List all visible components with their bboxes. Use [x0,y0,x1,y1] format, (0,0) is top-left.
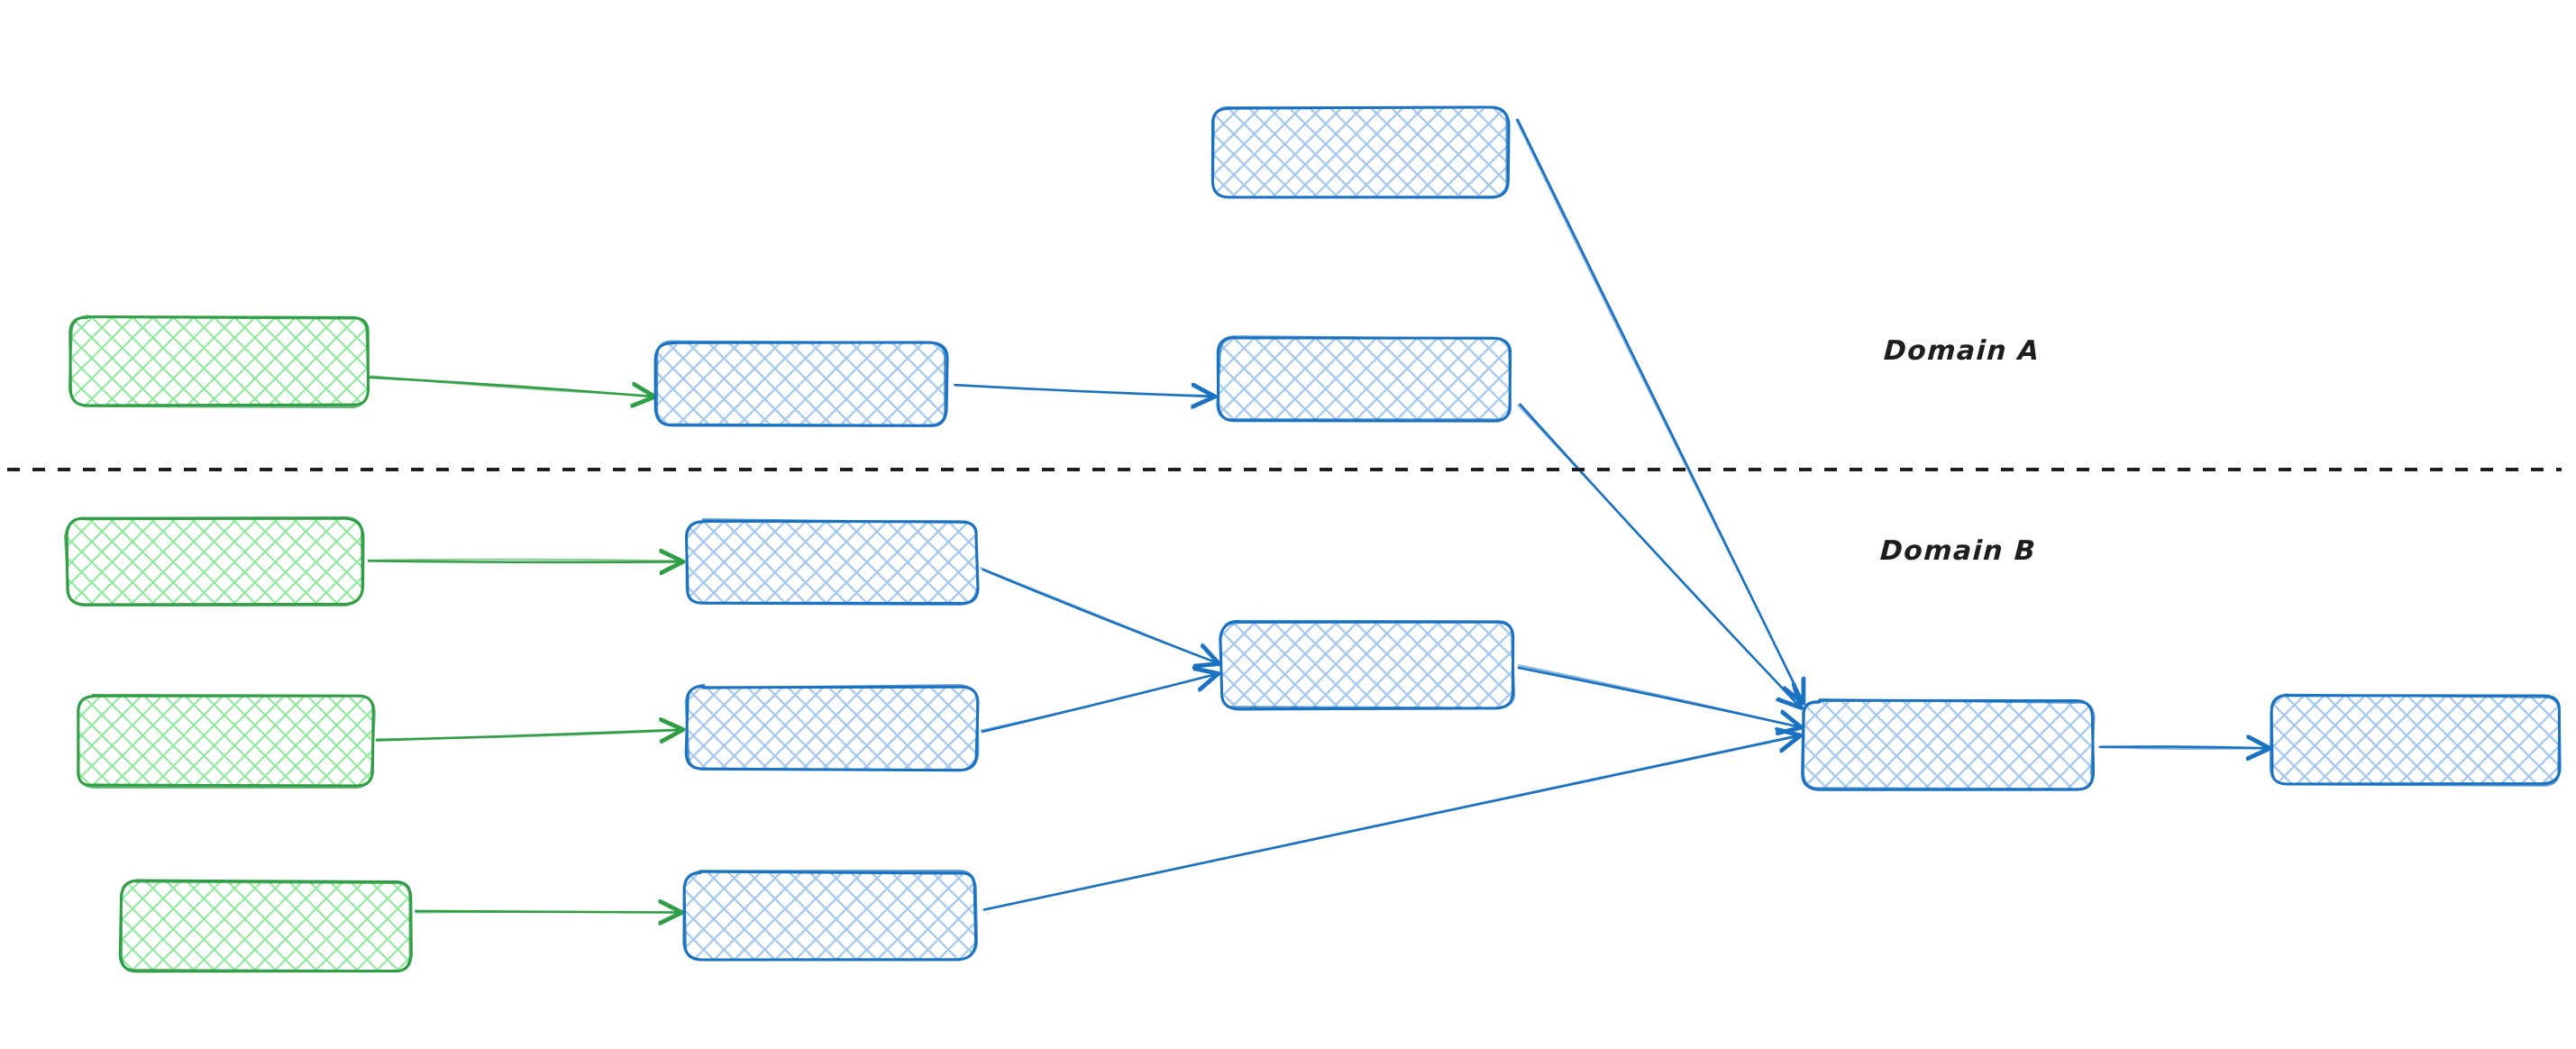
node-outline-main [1801,698,2096,791]
edge-n-b-green-3-to-n-b-blue-3[interactable] [414,911,680,913]
node-outline-main [653,341,949,427]
node-outline-main [69,315,370,407]
node-fill [686,520,978,605]
edge-n-a-green-to-n-a-blue-mid[interactable] [367,375,653,397]
node-fill [655,342,947,426]
domain-b-label: Domain B [1879,535,2038,567]
edge-stroke-main [414,911,680,913]
node-outline-main [77,694,375,788]
node-fill [1218,337,1512,421]
node-n-b-blue-hub[interactable] [1219,619,1516,711]
node-outline-main [684,684,980,772]
node-outline-main [65,516,365,607]
edge-stroke-main [982,568,1218,662]
edge-n-b-blue-2-to-n-b-blue-hub[interactable] [980,674,1217,734]
edge-n-a-blue-mid-to-n-a-blue-right[interactable] [954,385,1213,397]
node-fill [120,881,411,972]
edges-layer [367,118,2269,913]
node-fill [1212,107,1508,196]
node-fill [67,518,363,605]
node-fill [2270,695,2561,785]
node-n-b-blue-1[interactable] [684,518,980,607]
edge-n-top-blue-to-n-b-blue-sink[interactable] [1515,118,1803,701]
edge-n-b-green-1-to-n-b-blue-1[interactable] [367,558,683,562]
edge-stroke-main [375,730,681,741]
node-outline-main [118,879,413,973]
edge-stroke-under [368,558,683,562]
node-fill [77,695,373,787]
edge-stroke-main [1519,403,1800,707]
node-outline-main [1210,105,1511,199]
node-fill [70,316,369,406]
node-fill [1803,700,2094,790]
node-n-b-green-2[interactable] [77,694,376,789]
node-n-b-blue-2[interactable] [684,684,980,772]
edge-stroke-main [367,561,681,562]
node-fill [687,686,978,770]
nodes-layer [63,105,2562,973]
node-outline-main [682,870,978,962]
edge-n-b-blue-3-to-n-b-blue-sink[interactable] [982,734,1799,911]
edge-n-b-blue-sink-to-n-b-blue-final[interactable] [2097,747,2269,749]
node-n-top-blue[interactable] [1210,105,1511,199]
edge-n-b-green-2-to-n-b-blue-2[interactable] [375,730,682,741]
edge-stroke-main [1517,666,1799,727]
edge-n-b-blue-1-to-n-b-blue-hub[interactable] [980,567,1218,662]
node-fill [684,871,976,959]
edge-stroke-main [367,376,653,397]
node-outline-main [1216,335,1512,423]
node-fill [1220,621,1513,709]
node-outline-main [2270,694,2562,786]
edge-stroke-main [1516,118,1803,701]
edge-stroke-main [954,385,1213,397]
node-n-b-blue-sink[interactable] [1801,698,2096,791]
node-n-a-blue-mid[interactable] [653,340,949,427]
node-n-a-green[interactable] [68,315,370,409]
edge-stroke-main [2099,747,2268,749]
edge-n-b-blue-hub-to-n-b-blue-sink[interactable] [1517,664,1799,727]
node-n-b-green-1[interactable] [63,515,365,607]
domain-a-label: Domain A [1883,335,2042,367]
node-outline-main [1219,619,1515,711]
node-n-b-blue-3[interactable] [682,870,979,962]
node-n-b-blue-final[interactable] [2269,693,2562,787]
node-n-b-green-3[interactable] [118,879,413,973]
edge-stroke-main [981,674,1216,734]
edge-stroke-main [982,736,1799,911]
node-outline-main [684,519,980,605]
edge-n-a-blue-right-to-n-b-blue-sink[interactable] [1517,403,1800,707]
node-n-a-blue-right[interactable] [1216,335,1512,423]
